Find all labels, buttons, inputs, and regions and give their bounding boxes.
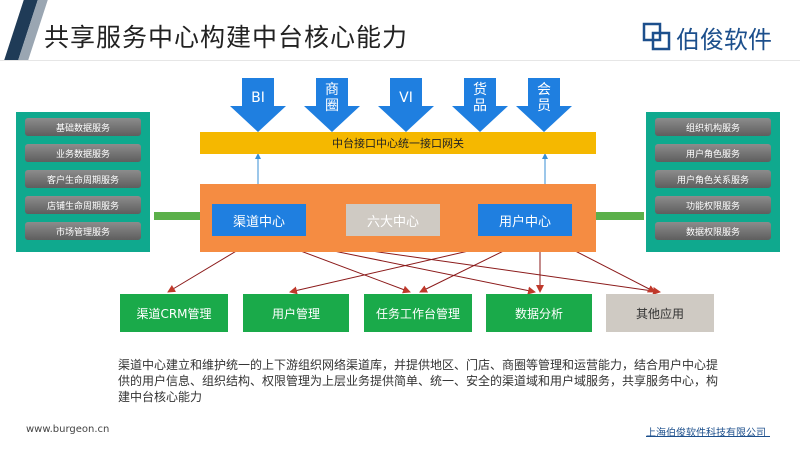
- top-arrow-label: 会 员: [537, 82, 551, 114]
- left-services-panel: 基础数据服务业务数据服务客户生命周期服务店铺生命周期服务市场管理服务: [16, 112, 150, 252]
- module-other-apps: 其他应用: [606, 294, 714, 332]
- header-bar: [0, 0, 800, 70]
- left-panel-arrow: [154, 207, 214, 225]
- logo-icon: [642, 22, 671, 51]
- module-channel-crm: 渠道CRM管理: [120, 294, 228, 332]
- page-title: 共享服务中心构建中台核心能力: [44, 23, 409, 52]
- service-item: 用户角色服务: [655, 144, 771, 162]
- service-item: 基础数据服务: [25, 118, 141, 136]
- top-arrow-label: BI: [251, 90, 265, 106]
- service-item: 功能权限服务: [655, 196, 771, 214]
- six-centers-box: 六大中心: [346, 204, 440, 236]
- right-services-panel: 组织机构服务用户角色服务用户角色关系服务功能权限服务数据权限服务: [646, 112, 780, 252]
- interface-gateway: 中台接口中心统一接口网关: [200, 132, 596, 154]
- footer-company: 上海伯俊软件科技有限公司: [646, 428, 766, 439]
- description-text: 渠道中心建立和维护统一的上下游组织网络渠道库，并提供地区、门店、商圈等管理和运营…: [118, 358, 719, 404]
- top-arrow-label: 商 圈: [325, 82, 339, 114]
- service-item: 业务数据服务: [25, 144, 141, 162]
- top-arrow-4: 会 员: [516, 78, 572, 132]
- service-item: 组织机构服务: [655, 118, 771, 136]
- service-item: 市场管理服务: [25, 222, 141, 240]
- footer-underline: [646, 436, 770, 437]
- module-task-workbench: 任务工作台管理: [364, 294, 472, 332]
- header-divider: [0, 60, 800, 61]
- service-item: 数据权限服务: [655, 222, 771, 240]
- module-user-management: 用户管理: [243, 294, 349, 332]
- channel-center-box: 渠道中心: [212, 204, 306, 236]
- right-panel-arrow: [584, 207, 644, 225]
- top-arrow-3: 货 品: [452, 78, 508, 132]
- top-arrow-label: 货 品: [473, 82, 487, 114]
- top-arrow-2: VI: [378, 78, 434, 132]
- module-data-analysis: 数据分析: [486, 294, 592, 332]
- service-item: 店铺生命周期服务: [25, 196, 141, 214]
- top-arrow-0: BI: [230, 78, 286, 132]
- service-item: 客户生命周期服务: [25, 170, 141, 188]
- top-arrow-1: 商 圈: [304, 78, 360, 132]
- logo-text: 伯俊软件: [676, 26, 772, 54]
- top-arrow-label: VI: [399, 90, 413, 106]
- user-center-box: 用户中心: [478, 204, 572, 236]
- footer-website: www.burgeon.cn: [26, 424, 110, 435]
- service-item: 用户角色关系服务: [655, 170, 771, 188]
